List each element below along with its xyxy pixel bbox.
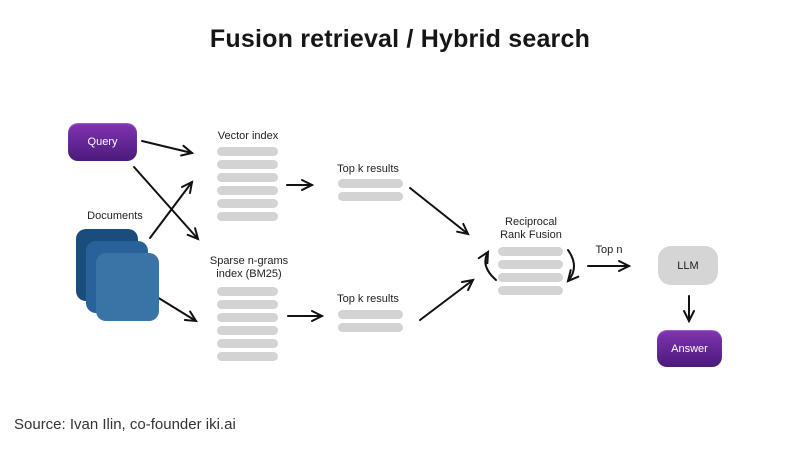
topk-vector-label: Top k results — [337, 163, 399, 175]
rrf-bars — [498, 247, 563, 295]
index-bar — [217, 212, 278, 221]
index-bar — [217, 352, 278, 361]
index-bar — [338, 310, 403, 319]
index-bar — [217, 339, 278, 348]
sparse-index-label: Sparse n-grams index (BM25) — [209, 255, 289, 280]
index-bar — [217, 326, 278, 335]
index-bar — [217, 147, 278, 156]
arrow-documents-to-sparse-index — [156, 296, 198, 323]
index-bar — [217, 186, 278, 195]
arrow-rrf-curl-left — [477, 250, 497, 281]
arrow-query-to-sparse-index — [133, 166, 200, 241]
vector-index-label: Vector index — [217, 130, 279, 142]
index-bar — [338, 192, 403, 201]
rrf-label: Reciprocal Rank Fusion — [500, 216, 562, 241]
index-bar — [217, 300, 278, 309]
answer-label: Answer — [671, 342, 708, 355]
index-bar — [498, 260, 563, 269]
topk-vector-bars — [338, 179, 403, 201]
llm-label: LLM — [677, 259, 699, 272]
index-bar — [217, 287, 278, 296]
arrow-rrf-curl-right — [566, 249, 580, 283]
arrow-query-to-vector-index — [141, 140, 195, 157]
sparse-index-bars — [217, 287, 278, 361]
query-node: Query — [68, 123, 137, 161]
source-credit: Source: Ivan Ilin, co-founder iki.ai — [14, 416, 236, 433]
topn-label: Top n — [595, 244, 623, 256]
arrow-topk-vector-to-rrf — [409, 187, 470, 236]
topk-sparse-bars — [338, 310, 403, 332]
llm-node: LLM — [658, 246, 718, 285]
arrow-topk-sparse-to-rrf — [419, 278, 475, 321]
index-bar — [217, 160, 278, 169]
answer-node: Answer — [657, 330, 722, 367]
index-bar — [217, 199, 278, 208]
page-title: Fusion retrieval / Hybrid search — [209, 25, 591, 53]
index-bar — [338, 323, 403, 332]
vector-index-bars — [217, 147, 278, 221]
index-bar — [217, 313, 278, 322]
documents-label: Documents — [87, 210, 143, 222]
document-card-front — [96, 253, 159, 321]
index-bar — [338, 179, 403, 188]
query-label: Query — [87, 136, 118, 148]
index-bar — [217, 173, 278, 182]
index-bar — [498, 286, 563, 295]
topk-sparse-label: Top k results — [337, 293, 399, 305]
index-bar — [498, 273, 563, 282]
index-bar — [498, 247, 563, 256]
